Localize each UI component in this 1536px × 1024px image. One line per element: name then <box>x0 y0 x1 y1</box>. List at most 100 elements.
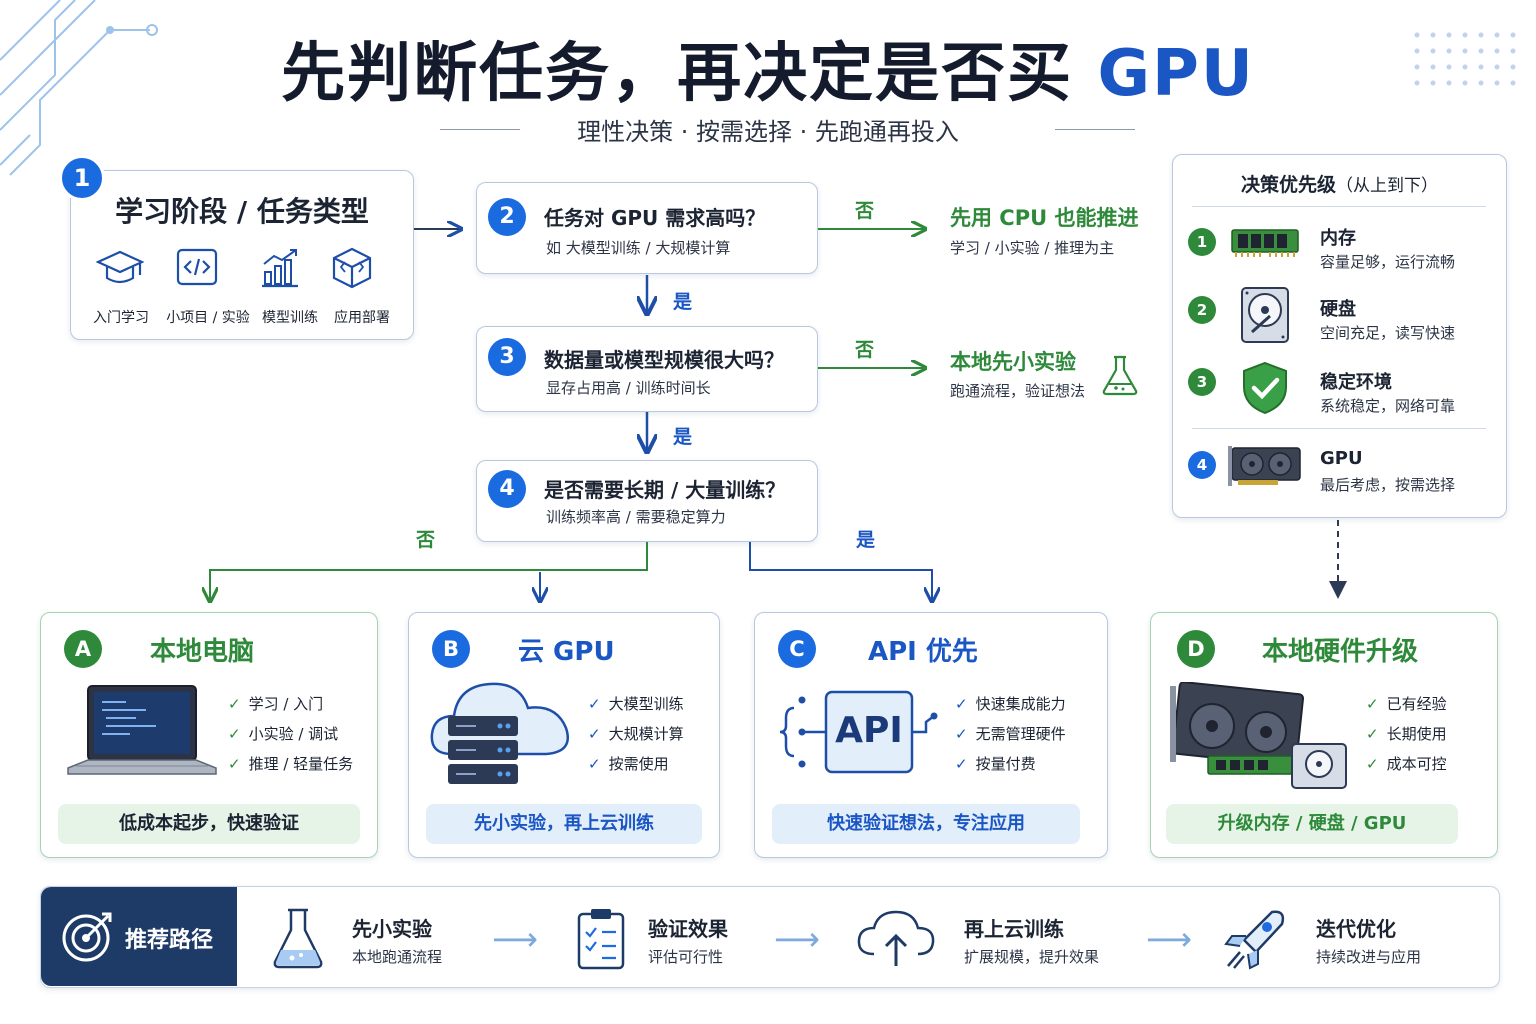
task-label: 入门学习 <box>93 310 149 326</box>
card-check-label: 小实验 / 调试 <box>248 725 339 743</box>
priority-item-subtitle: 空间充足，读写快速 <box>1320 324 1456 342</box>
subtitle-rule-right <box>1055 129 1135 130</box>
priority-panel <box>1172 154 1507 518</box>
card-check-item: ✓小实验 / 调试 <box>228 725 339 743</box>
cloud-server-icon <box>430 682 569 784</box>
path-step-subtitle: 本地跑通流程 <box>352 948 443 966</box>
card-title: 云 GPU <box>518 637 615 667</box>
question-title: 是否需要长期 / 大量训练？ <box>544 478 786 502</box>
priority-number: 4 <box>1188 451 1216 479</box>
arrow-right-icon: ⟶ <box>1146 920 1192 958</box>
divider <box>1192 428 1486 429</box>
hard-disk-icon <box>1241 287 1289 343</box>
card-check-item: ✓无需管理硬件 <box>955 725 1066 743</box>
path-label: 推荐路径 <box>125 928 214 953</box>
cloud-upload-icon <box>857 910 935 966</box>
flask-icon <box>273 908 323 969</box>
graduation-cap-icon <box>96 250 144 284</box>
path-step-title: 验证效果 <box>648 917 728 941</box>
card-check-label: 无需管理硬件 <box>975 725 1066 743</box>
card-summary: 升级内存 / 硬盘 / GPU <box>1166 804 1458 844</box>
task-label: 模型训练 <box>262 310 318 326</box>
question-title: 任务对 GPU 需求高吗？ <box>544 206 766 230</box>
priority-number: 3 <box>1188 368 1216 396</box>
path-step-title: 再上云训练 <box>964 917 1064 941</box>
hardware-icon <box>1170 682 1347 789</box>
memory-icon <box>1231 229 1299 257</box>
question-title: 数据量或模型规模很大吗？ <box>544 348 784 372</box>
card-check-label: 学习 / 入门 <box>248 695 324 713</box>
priority-item-title: GPU <box>1320 448 1363 469</box>
question-subtitle: 显存占用高 / 训练时间长 <box>546 379 711 397</box>
step-number-badge: 2 <box>488 198 526 236</box>
card-check-item: ✓大模型训练 <box>588 695 684 713</box>
priority-title-main: 决策优先级 <box>1240 174 1336 196</box>
card-check-item: ✓大规模计算 <box>588 725 684 743</box>
clipboard-icon <box>577 909 625 970</box>
arrow-right-icon: ⟶ <box>492 920 538 958</box>
card-check-label: 按需使用 <box>608 755 669 773</box>
priority-title-note: （从上到下） <box>1336 176 1438 196</box>
divider <box>1192 206 1486 207</box>
card-check-label: 大规模计算 <box>608 725 684 743</box>
card-check-item: ✓按量付费 <box>955 755 1036 773</box>
priority-item-subtitle: 最后考虑，按需选择 <box>1320 476 1456 494</box>
task-label: 小项目 / 实验 <box>166 310 250 326</box>
bar-chart-icon <box>262 249 298 288</box>
flask-icon <box>1102 355 1138 396</box>
card-title: API 优先 <box>868 637 978 667</box>
cube-icon <box>332 247 372 289</box>
branch-label-no: 否 <box>416 529 436 551</box>
card-check-item: ✓已有经验 <box>1366 695 1447 713</box>
priority-number: 2 <box>1188 296 1216 324</box>
api-icon <box>779 690 938 774</box>
outcome-title: 先用 CPU 也能推进 <box>950 206 1139 230</box>
dot-grid-decoration <box>1414 32 1516 86</box>
priority-number: 1 <box>1188 228 1216 256</box>
api-icon-text: API <box>835 710 903 751</box>
branch-label-yes: 是 <box>673 291 693 313</box>
branch-label-yes: 是 <box>673 426 693 448</box>
outcome-subtitle: 学习 / 小实验 / 推理为主 <box>950 239 1115 257</box>
gpu-card-icon <box>1228 446 1301 486</box>
card-check-label: 长期使用 <box>1386 725 1447 743</box>
step-number-badge: 1 <box>59 155 105 201</box>
path-step-title: 先小实验 <box>352 917 432 941</box>
card-check-item: ✓长期使用 <box>1366 725 1447 743</box>
card-check-label: 按量付费 <box>975 755 1036 773</box>
code-icon <box>176 248 218 286</box>
step-number-badge: 3 <box>488 338 526 376</box>
priority-item-subtitle: 容量足够，运行流畅 <box>1320 253 1456 271</box>
question-subtitle: 如 大模型训练 / 大规模计算 <box>546 239 731 257</box>
card-check-item: ✓推理 / 轻量任务 <box>228 755 354 773</box>
question-box-2 <box>476 182 818 274</box>
card-check-label: 大模型训练 <box>608 695 684 713</box>
task-type-title: 学习阶段 / 任务类型 <box>115 195 369 228</box>
page-title: 先判断任务，再决定是否买 GPU <box>0 22 1536 114</box>
card-summary: 先小实验，再上云训练 <box>426 804 702 844</box>
question-subtitle: 训练频率高 / 需要稳定算力 <box>546 508 726 526</box>
branch-label-yes: 是 <box>856 529 876 551</box>
priority-item-title: 硬盘 <box>1320 299 1356 320</box>
circuit-decoration <box>0 0 158 176</box>
card-letter-badge: D <box>1177 630 1215 668</box>
question-box-4 <box>476 460 818 542</box>
card-check-label: 推理 / 轻量任务 <box>248 755 354 773</box>
card-check-item: ✓学习 / 入门 <box>228 695 324 713</box>
title-main: 先判断任务，再决定是否买 <box>281 37 1074 111</box>
priority-item-subtitle: 系统稳定，网络可靠 <box>1320 397 1456 415</box>
path-step-subtitle: 评估可行性 <box>648 948 724 966</box>
title-accent: GPU <box>1097 37 1255 111</box>
branch-label-no: 否 <box>855 339 875 361</box>
card-check-label: 成本可控 <box>1386 755 1447 773</box>
card-letter-badge: A <box>64 630 102 668</box>
rocket-icon <box>1224 910 1285 970</box>
card-summary: 快速验证想法，专注应用 <box>772 804 1080 844</box>
branch-label-no: 否 <box>855 200 875 222</box>
priority-item-title: 内存 <box>1320 228 1356 249</box>
card-letter-badge: B <box>432 630 470 668</box>
priority-item-title: 稳定环境 <box>1320 372 1392 393</box>
arrow-right-icon: ⟶ <box>774 920 820 958</box>
priority-title: 决策优先级（从上到下） <box>1172 170 1507 197</box>
